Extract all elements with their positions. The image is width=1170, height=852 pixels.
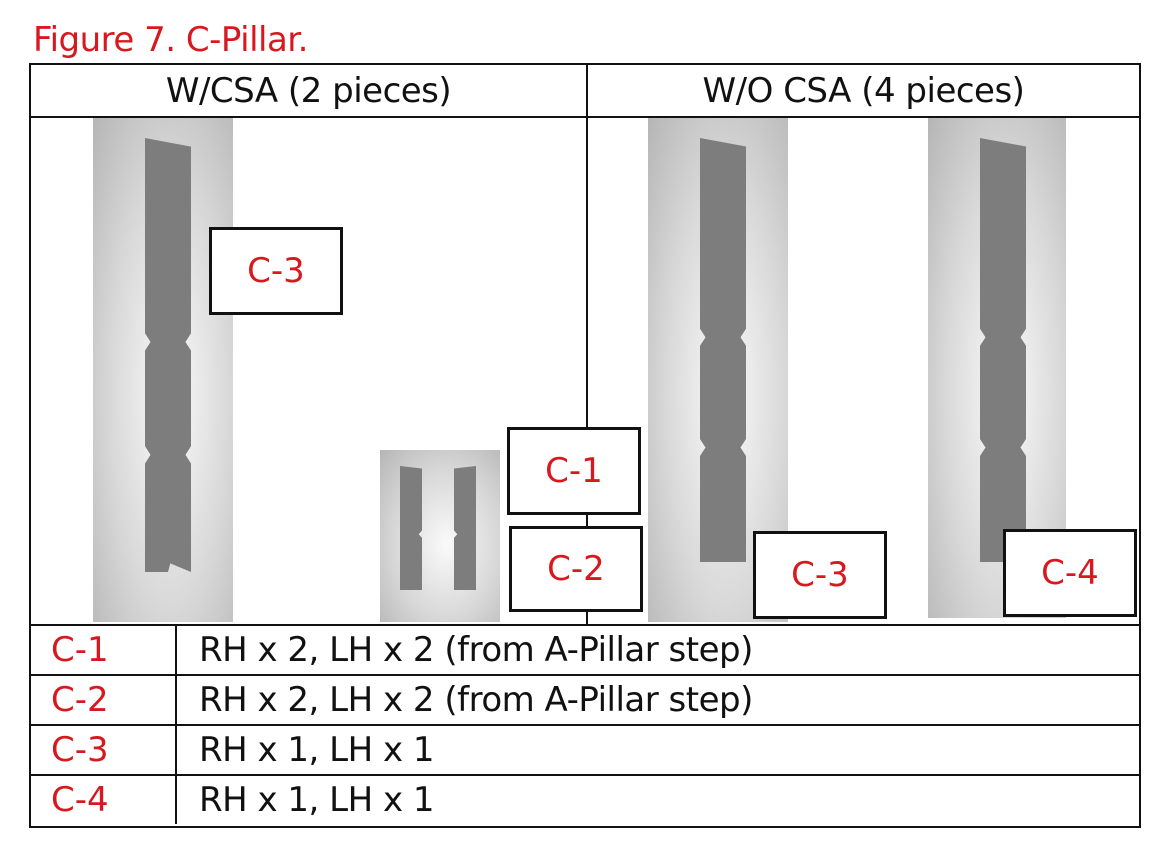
pillar-part-shape [145, 138, 191, 572]
label-c3-left: C-3 [209, 227, 343, 315]
table-row: C-3 RH x 1, LH x 1 [31, 724, 1139, 774]
table-row: C-2 RH x 2, LH x 2 (from A-Pillar step) [31, 674, 1139, 724]
figure-caption: Figure 7. C-Pillar. [33, 20, 308, 60]
row-description: RH x 2, LH x 2 (from A-Pillar step) [175, 676, 1139, 724]
label-c1: C-1 [507, 427, 641, 515]
label-c4: C-4 [1003, 529, 1137, 617]
column-divider [586, 65, 588, 624]
header-with-csa: W/CSA (2 pieces) [165, 70, 452, 111]
label-c3-right: C-3 [753, 531, 887, 619]
pillar-part-shape [700, 138, 746, 562]
row-code: C-2 [51, 680, 109, 720]
label-c2: C-2 [509, 526, 643, 612]
figure-table: W/CSA (2 pieces) W/O CSA (4 pieces) C-3 … [29, 63, 1141, 828]
photo-small-parts [380, 450, 500, 622]
row-description: RH x 1, LH x 1 [175, 726, 1139, 774]
row-description: RH x 1, LH x 1 [175, 776, 1139, 824]
table-row: C-4 RH x 1, LH x 1 [31, 774, 1139, 824]
photo-long-part-left [93, 118, 233, 622]
row-code: C-4 [51, 780, 109, 820]
small-part-shape-1 [400, 466, 422, 590]
row-code: C-3 [51, 730, 109, 770]
row-code: C-1 [51, 630, 109, 670]
table-row: C-1 RH x 2, LH x 2 (from A-Pillar step) [31, 624, 1139, 674]
row-description: RH x 2, LH x 2 (from A-Pillar step) [175, 626, 1139, 674]
small-part-shape-2 [454, 466, 476, 590]
header-without-csa: W/O CSA (4 pieces) [702, 70, 1025, 111]
pillar-part-shape [980, 138, 1026, 562]
header-row: W/CSA (2 pieces) W/O CSA (4 pieces) [31, 65, 1139, 118]
